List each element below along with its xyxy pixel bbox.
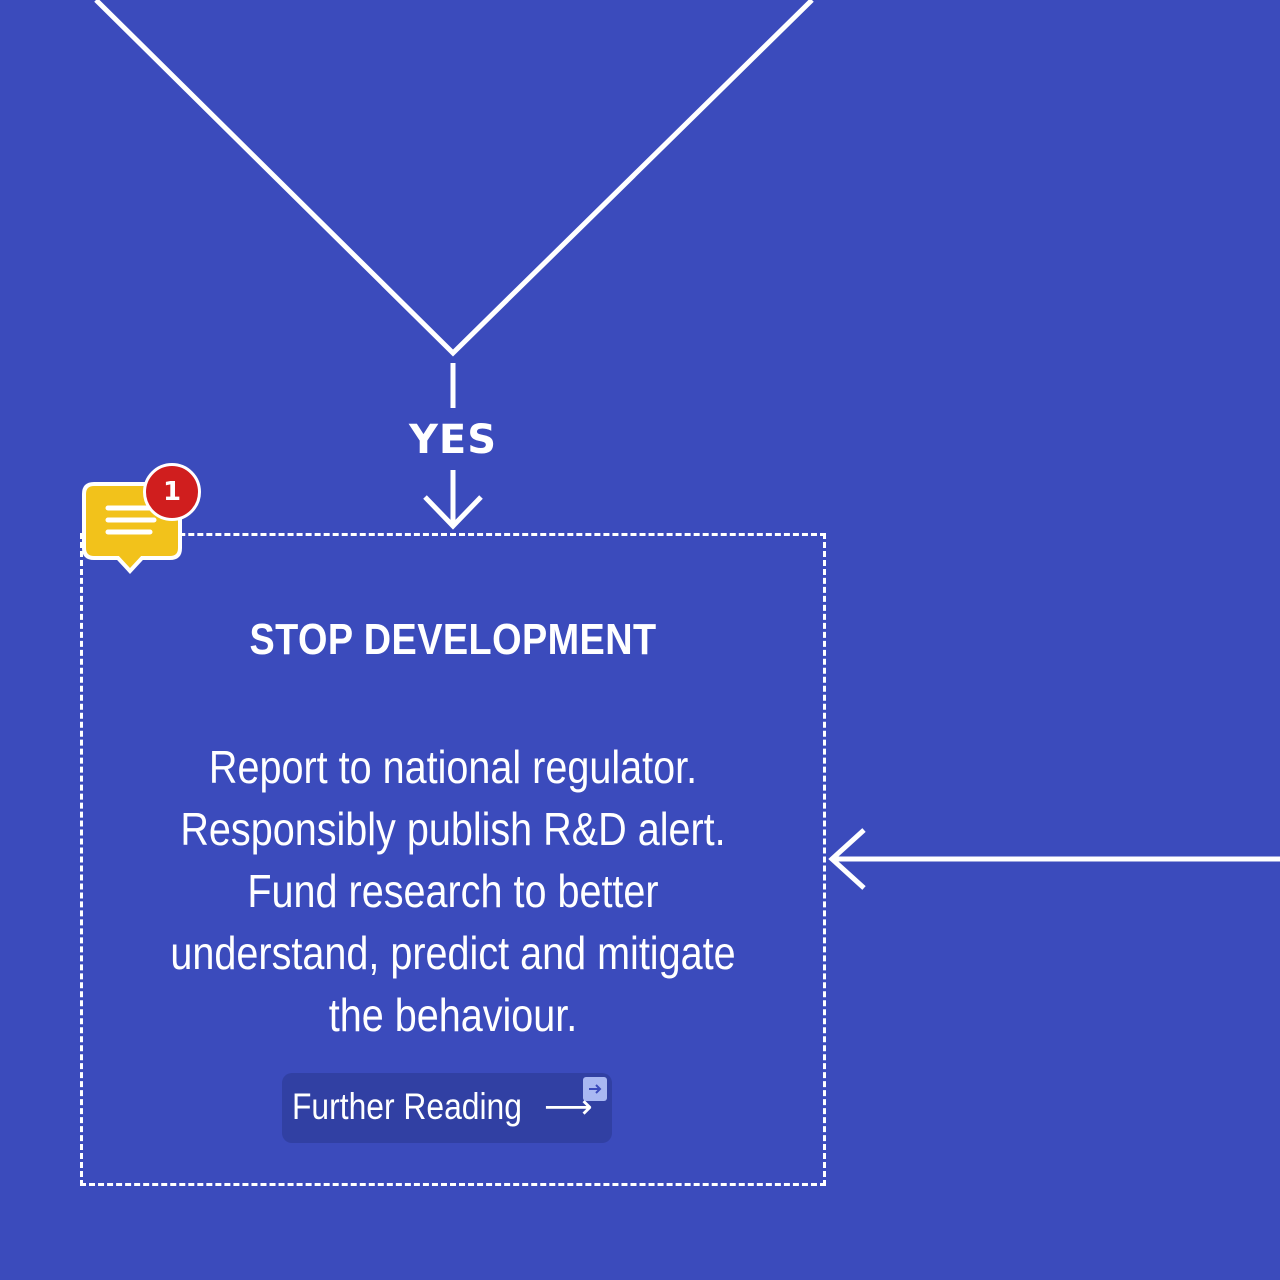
decision-diamond-lower-edges — [94, 0, 814, 357]
box-body-line: Report to national regulator. — [208, 741, 698, 793]
yes-arrowhead — [423, 470, 483, 530]
box-title: STOP DEVELOPMENT — [249, 615, 657, 664]
box-body-line: Fund research to better — [247, 865, 659, 917]
yes-edge-label: YES — [408, 417, 498, 463]
further-reading-label: Further Reading — [292, 1086, 522, 1127]
box-body-line: understand, predict and mitigate — [170, 927, 736, 979]
box-body-line: Responsibly publish R&D alert. — [180, 803, 726, 855]
incoming-right-arrow — [828, 828, 1280, 890]
external-link-icon[interactable] — [583, 1077, 607, 1101]
box-body-line: the behaviour. — [328, 989, 578, 1041]
comment-count-badge: 1 — [143, 463, 201, 521]
further-reading-button[interactable]: Further Reading ⟶ — [282, 1073, 612, 1143]
box-body: Report to national regulator. Responsibl… — [0, 736, 906, 1046]
stop-development-box — [80, 533, 826, 1186]
